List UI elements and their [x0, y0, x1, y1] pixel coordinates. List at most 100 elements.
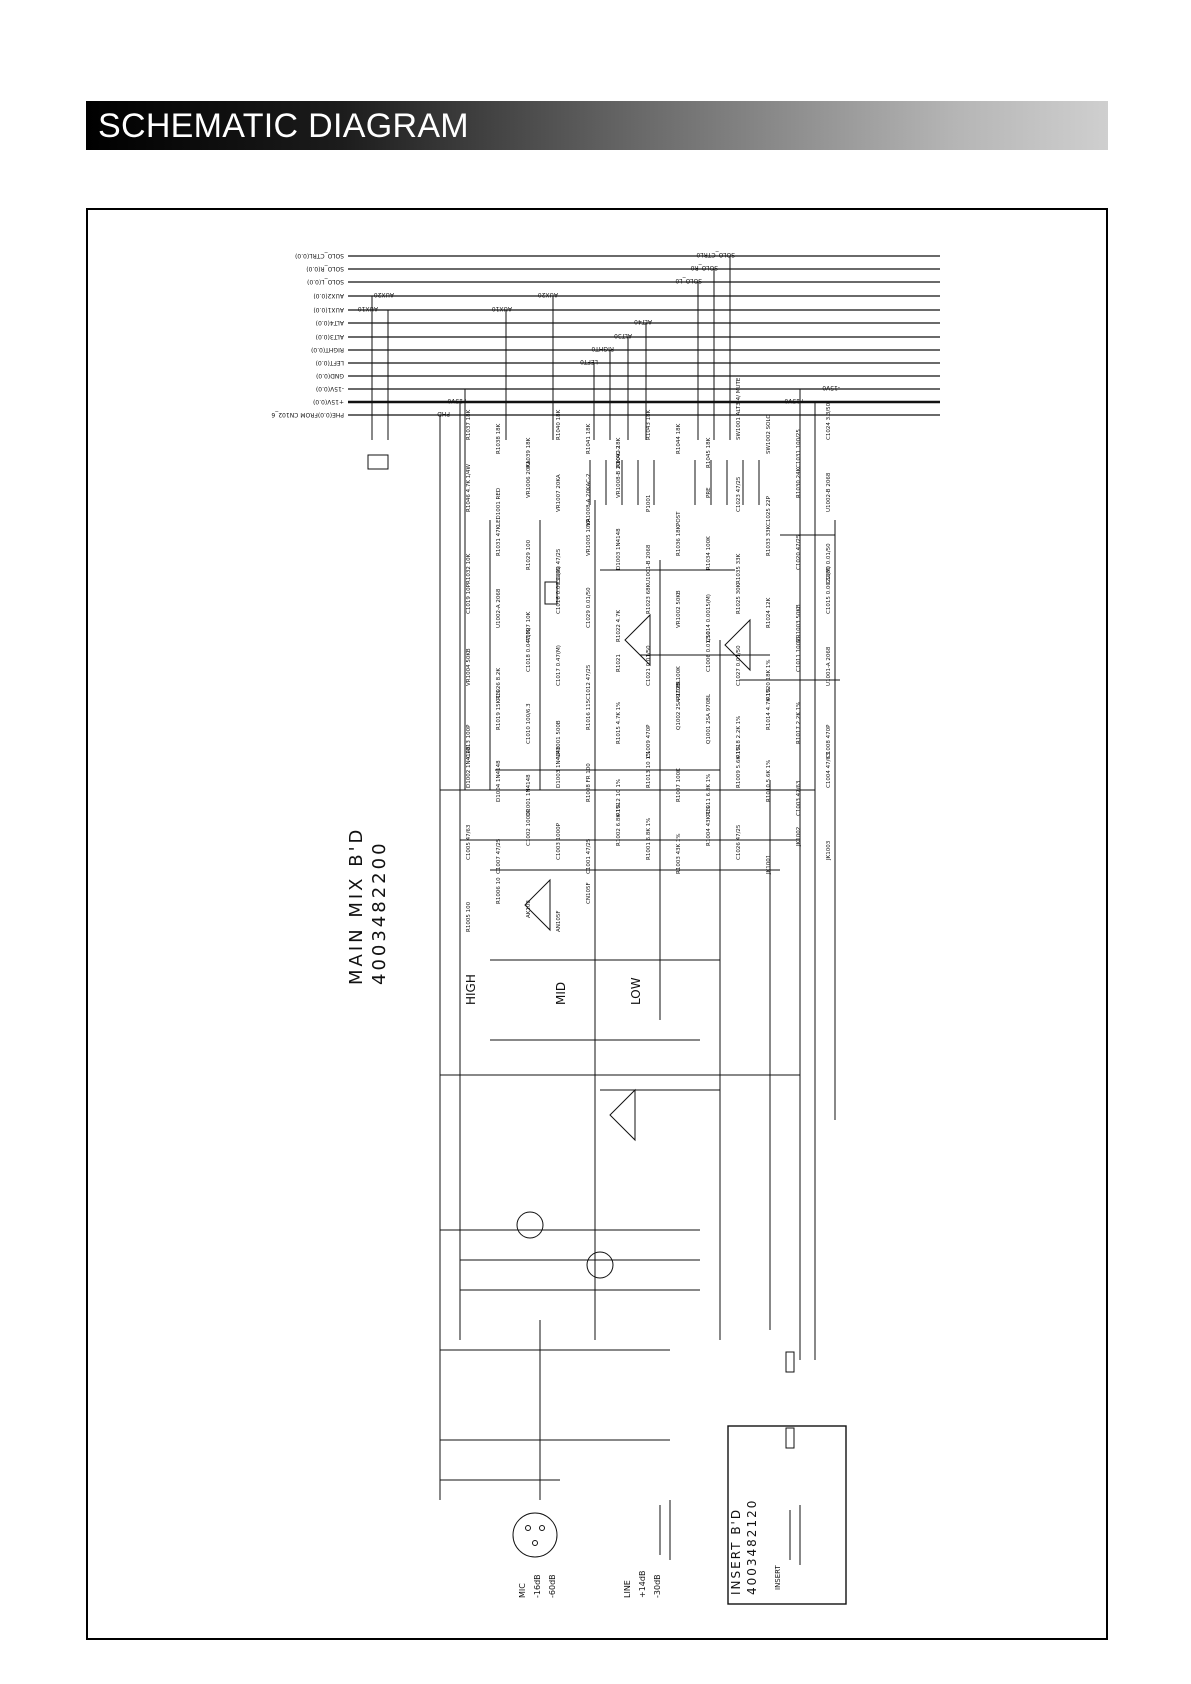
component-label: JK1003 — [826, 840, 832, 861]
component-label: C1029 0.01/50 — [586, 587, 592, 628]
component-label: C1011 100P — [796, 638, 802, 672]
bus-tap-label: AUX10 — [492, 305, 512, 312]
bus-label: GND(0.0) — [316, 372, 344, 379]
component-label: R1046 4.7K 1/4W — [466, 463, 472, 512]
component-label: R1013 10 1% — [646, 751, 652, 788]
component-label: C1027 0.01/50 — [736, 645, 742, 686]
component-label: R1020 18K 1% — [766, 659, 772, 700]
bus-tap-label: SOLO_L0 — [675, 277, 702, 284]
bus-tap-label: PHD — [437, 410, 450, 417]
bus-label: +15V(0.0) — [313, 398, 344, 405]
component-label: R1034 100K — [706, 536, 712, 570]
component-label: C1024 3.3/50 — [826, 402, 832, 440]
bus-tap-label: LEFT0 — [580, 358, 598, 365]
component-label: C1025 22P — [766, 495, 772, 526]
component-label: Q1002 2SA 970BL — [676, 679, 682, 730]
bus-tap-label: ALT40 — [634, 318, 652, 325]
component-label: R1004 43K 1% — [706, 805, 712, 846]
component-label: R1008 FR 100 — [586, 763, 592, 802]
component-label: JK1002 — [796, 827, 802, 847]
component-label: C1001 47/25 — [586, 838, 592, 874]
component-label: R1028 100K — [676, 666, 682, 700]
bus-label: SOLO_L(0.0) — [307, 278, 344, 285]
component-label: VR1004 50KB — [466, 648, 472, 686]
bus-label: PHE(0.0)FROM CN102_6 — [271, 411, 344, 418]
bus-tap-label: -15V0 — [822, 384, 840, 391]
mic-range-low: -60dB — [548, 1574, 557, 1598]
component-label: VR1005 10KA — [586, 518, 592, 556]
component-label: C1006 0.01/50 — [706, 631, 712, 672]
vertical-drops — [371, 256, 836, 1500]
component-label: R1023 68K — [646, 583, 652, 614]
component-label: C1031 100/25 — [796, 429, 802, 468]
component-label: C1016 0.0039(M) — [556, 566, 562, 614]
component-label: R1019 15K 1% — [496, 689, 502, 730]
component-label: VR1006 20KA — [526, 460, 532, 498]
component-label: D1001 1N4148 — [526, 774, 532, 816]
component-label: SW1002 SOLO — [766, 414, 772, 454]
bus-label: LEFT(0.0) — [316, 359, 344, 366]
main-board-number: 4003482200 — [369, 840, 390, 985]
component-label: C1019 10P — [466, 583, 472, 614]
component-label: D1003 1N4148 — [556, 746, 562, 788]
component-label: VR1002 50KB — [676, 590, 682, 628]
component-label: U1002-B 2068 — [826, 472, 832, 512]
bus-tap-label: ALT30 — [614, 332, 632, 339]
opamp-symbols — [524, 613, 751, 1142]
bus-tap-label: AUX10 — [358, 305, 378, 312]
component-label: AN105F — [556, 910, 562, 932]
bus-label: AUX1(0.0) — [313, 306, 344, 313]
component-label: VR1003 50KB — [796, 604, 802, 642]
component-label: Q1001 2SA 970BL — [706, 693, 712, 744]
component-label: C1009 470P — [646, 724, 652, 758]
component-label: P1001 — [646, 495, 652, 512]
component-label: U1002-A 2068 — [496, 588, 502, 628]
bus-label: -15V(0.0) — [316, 385, 344, 392]
component-label: R1016 115 — [586, 699, 592, 730]
horizontal-wires — [440, 534, 840, 1481]
insert-jack-label: INSERT — [774, 1564, 782, 1590]
component-label: R1024 12K — [766, 597, 772, 628]
component-label: R1006 10 — [496, 877, 502, 904]
component-label: VR1001 500B — [556, 720, 562, 758]
component-label: LED1001 RED — [496, 488, 502, 526]
component-label: R1030 24K — [796, 467, 802, 498]
component-label: U1001-A 2068 — [826, 646, 832, 686]
component-label: R1033 33K — [766, 525, 772, 556]
component-label: C1003 47/63 — [796, 780, 802, 816]
component-label: C1008 470P — [826, 724, 832, 758]
component-label: R1022 4.7K — [616, 610, 622, 642]
insert-board-title: INSERT B'D — [729, 1508, 743, 1595]
bus-lines — [348, 255, 940, 416]
bus-label: ALT3(0.0) — [316, 333, 344, 340]
component-label: C1020 47/25 — [796, 534, 802, 570]
component-label: C1026 47/25 — [736, 824, 742, 860]
component-label: C1021 0.01/50 — [646, 645, 652, 686]
page-header-bar: SCHEMATIC DIAGRAM — [86, 101, 1108, 150]
component-label: R1001 6.8K 1% — [646, 818, 652, 860]
component-label: D1004 1N4148 — [496, 760, 502, 802]
bus-tap-label: +15V0 — [447, 397, 468, 404]
component-label: R1027 10K — [526, 611, 532, 642]
schematic-frame — [86, 208, 1108, 1640]
mic-range-high: -16dB — [533, 1574, 542, 1598]
component-label: R1026 8.2K — [496, 668, 502, 700]
component-label: C1007 47/25 — [496, 838, 502, 874]
bus-tap-label: +15V0 — [784, 397, 805, 404]
mic-input-label: MIC — [518, 1583, 527, 1598]
component-label: R1005 100 — [466, 901, 472, 932]
bus-tap-label: SOLO_R0 — [690, 264, 718, 271]
component-label: C1005 47/63 — [466, 824, 472, 860]
component-label: C1013 100P — [466, 724, 472, 758]
bus-label: AUX2(0.0) — [313, 292, 344, 299]
component-label: C1022 47/25 — [556, 548, 562, 584]
component-label: R1042 18K — [616, 437, 622, 468]
transistor-symbols — [516, 1211, 614, 1279]
bus-tap-label: RIGHT0 — [591, 345, 614, 352]
component-label: R1009 5.6K 1% — [736, 746, 742, 788]
component-label: SW1001 ALT3-4/ MUTE — [736, 377, 742, 440]
bus-label-group: SOLO_CTRL(0.0)SOLO_R(0.0)SOLO_L(0.0)AUX2… — [271, 252, 344, 418]
section-high-label: HIGH — [464, 974, 478, 1005]
component-label: C1018 0.047(M) — [526, 628, 532, 672]
component-label: C1010 100/6.3 — [526, 703, 532, 744]
